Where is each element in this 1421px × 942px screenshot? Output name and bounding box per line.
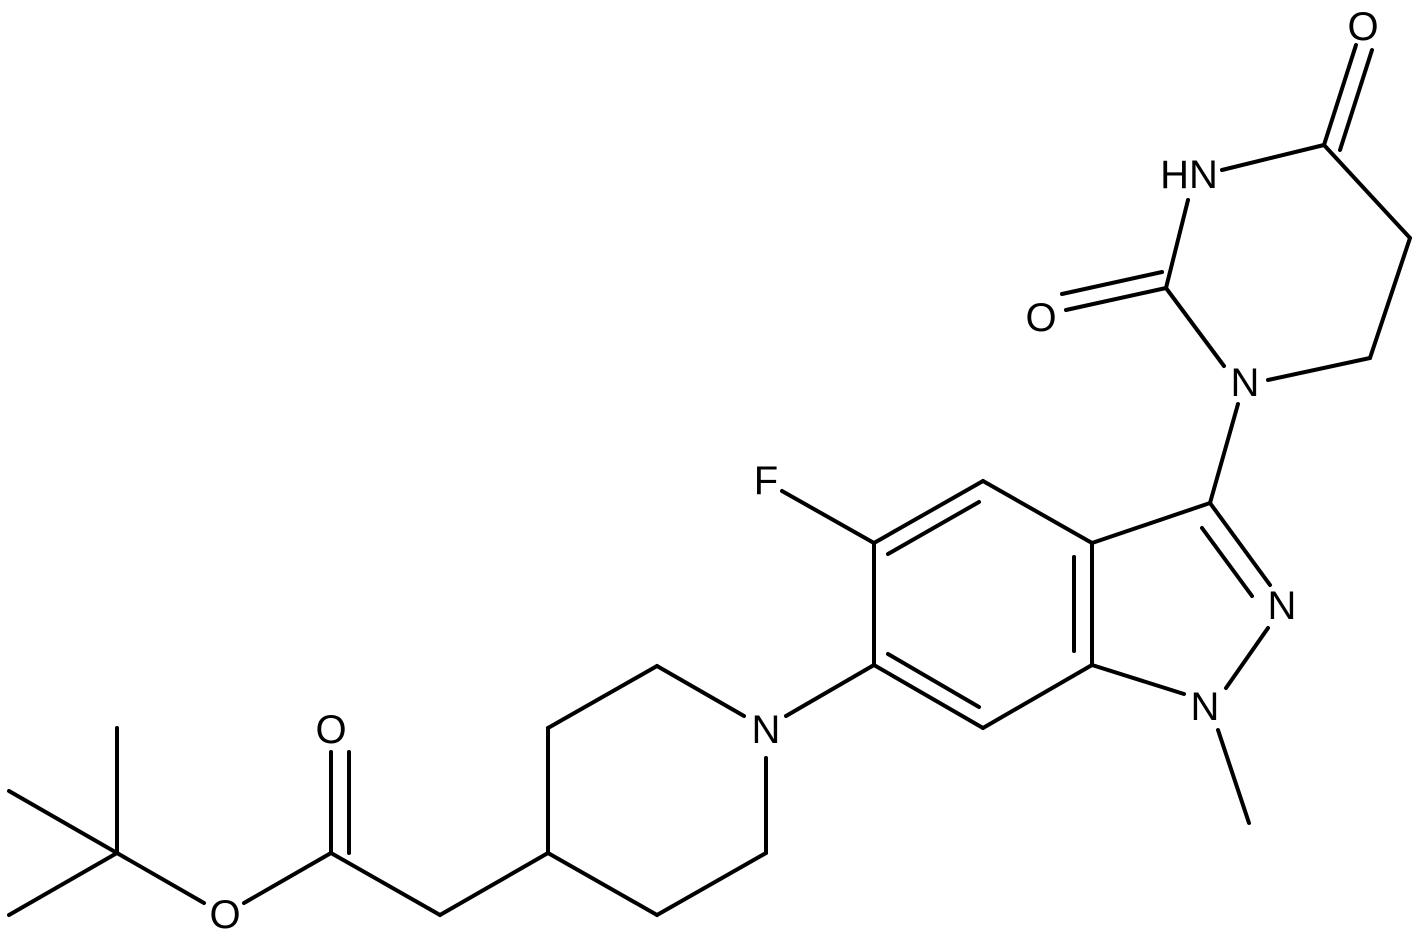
atom-label-layer: O HN O N F N N N O O bbox=[209, 5, 1378, 937]
bond-ch2-carbonyl bbox=[329, 851, 442, 917]
bond-c-o-urea-b bbox=[1060, 270, 1164, 296]
bond-n2-n1 bbox=[1224, 626, 1270, 690]
bond-ch2-ch2 bbox=[1368, 236, 1412, 360]
bond-pip-c4-ch2 bbox=[438, 851, 550, 917]
atom-label-o-carbonyl: O bbox=[315, 708, 346, 752]
bond-c4-c5 bbox=[872, 479, 985, 545]
atom-label-f: F bbox=[754, 459, 778, 503]
atom-label-nh: HN bbox=[1160, 153, 1218, 197]
bond-n1-c7a bbox=[1090, 663, 1186, 696]
bond-pip-c4-c5 bbox=[546, 851, 659, 917]
bond-c6-n-piperidine bbox=[784, 663, 876, 718]
bond-pip-c2-c3 bbox=[546, 664, 659, 730]
bond-c3a-c4 bbox=[981, 479, 1094, 545]
bond-tbu-ch3-down bbox=[7, 851, 119, 917]
bond-carbonyl-o-ester bbox=[242, 851, 333, 905]
bond-c4-c5-inner bbox=[886, 500, 981, 556]
bond-c7-c7a bbox=[981, 663, 1094, 730]
atom-label-n-pyrazole: N bbox=[1268, 584, 1297, 628]
atom-label-n-piperidine: N bbox=[752, 708, 781, 752]
bond-tbu-ch3-left bbox=[7, 789, 119, 855]
bond-c3-n2-a bbox=[1208, 501, 1272, 587]
bond-c-nh-top bbox=[1220, 143, 1326, 172]
bond-c-ch2-top bbox=[1322, 143, 1412, 240]
bond-c3-n2-b bbox=[1200, 526, 1254, 598]
atom-label-o-left: O bbox=[1025, 296, 1056, 340]
bond-c3-c3a bbox=[1090, 501, 1212, 545]
bond-n-pip-c2 bbox=[655, 664, 746, 718]
bond-c-o-urea-a bbox=[1064, 286, 1168, 312]
bond-o-ester-tbu bbox=[115, 851, 206, 905]
bond-c6-c7-inner bbox=[886, 652, 981, 709]
bond-pip-c5-c6 bbox=[655, 851, 768, 917]
bond-c5-f bbox=[780, 489, 876, 545]
atom-label-n-methyl: N bbox=[1191, 685, 1220, 729]
bond-c-urea-n-ring bbox=[1164, 286, 1226, 368]
bond-c-o-top-b bbox=[1338, 48, 1374, 152]
bond-n1-methyl bbox=[1216, 728, 1251, 825]
bond-ch2-n-ring bbox=[1266, 356, 1372, 382]
atom-label-o-ester: O bbox=[209, 893, 240, 937]
bond-c-o-top-a bbox=[1322, 43, 1358, 147]
bond-nh-c-urea bbox=[1164, 198, 1190, 290]
atom-label-n-ring: N bbox=[1231, 361, 1260, 405]
bond-n-ring-c3 bbox=[1208, 402, 1240, 505]
atom-label-o-top: O bbox=[1347, 5, 1378, 49]
bond-c6-c7 bbox=[872, 663, 985, 730]
bond-layer bbox=[7, 43, 1412, 917]
